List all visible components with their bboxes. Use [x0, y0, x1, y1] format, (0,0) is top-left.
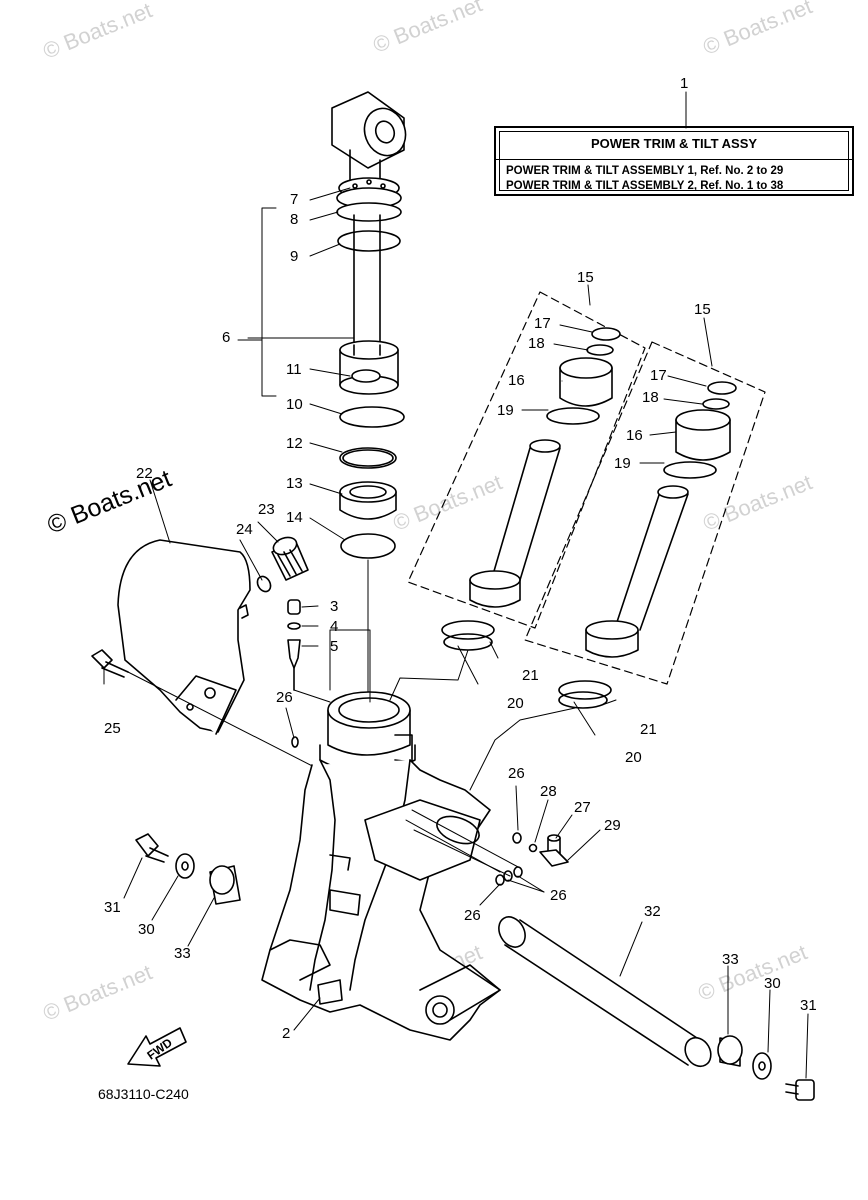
- callout-28: 28: [540, 783, 557, 800]
- callout-17-right: 17: [650, 367, 667, 384]
- callout-23: 23: [258, 501, 275, 518]
- callout-21-right: 21: [640, 721, 657, 738]
- callout-15-right: 15: [694, 301, 711, 318]
- callout-20-left: 20: [507, 695, 524, 712]
- callout-29: 29: [604, 817, 621, 834]
- forward-direction-arrow: [127, 1027, 187, 1067]
- callout-31-right: 31: [800, 997, 817, 1014]
- cover-part-22: [117, 539, 251, 735]
- assembly-title: POWER TRIM & TILT ASSY: [590, 136, 758, 151]
- callout-32: 32: [644, 903, 661, 920]
- callout-30-right: 30: [764, 975, 781, 992]
- callout-26-d: 26: [464, 907, 481, 924]
- callout-4: 4: [330, 618, 339, 635]
- callout-14: 14: [286, 509, 303, 526]
- cylinder-seals-20-21: [441, 620, 612, 709]
- callout-1: 1: [680, 75, 689, 92]
- assembly-ref-line-2: POWER TRIM & TILT ASSEMBLY 2, Ref. No. 1…: [506, 180, 784, 192]
- bushing-parts-23-24: [256, 536, 309, 593]
- callout-33-left: 33: [174, 945, 191, 962]
- leader-lines: [103, 91, 809, 1079]
- callout-24: 24: [236, 521, 253, 538]
- callout-22: 22: [136, 465, 153, 482]
- assembly-title-box: POWER TRIM & TILT ASSY POWER TRIM & TILT…: [494, 126, 854, 196]
- callout-31-left: 31: [104, 899, 121, 916]
- callout-8: 8: [290, 211, 299, 228]
- callout-27: 27: [574, 799, 591, 816]
- bolt-part-25: [91, 649, 331, 776]
- callout-30-left: 30: [138, 921, 155, 938]
- callout-16-right: 16: [626, 427, 643, 444]
- callout-9: 9: [290, 248, 299, 265]
- callout-12: 12: [286, 435, 303, 452]
- callout-26-a: 26: [276, 689, 293, 706]
- callout-7: 7: [290, 191, 299, 208]
- callout-15-left: 15: [577, 269, 594, 286]
- callout-2: 2: [282, 1025, 291, 1042]
- callout-21-left: 21: [522, 667, 539, 684]
- callout-6: 6: [222, 329, 231, 346]
- callout-16-left: 16: [508, 372, 525, 389]
- manifold-housing-part-2: [261, 691, 501, 1041]
- callout-17-left: 17: [534, 315, 551, 332]
- callout-25: 25: [104, 720, 121, 737]
- callout-11: 11: [286, 361, 302, 378]
- callout-18-left: 18: [528, 335, 545, 352]
- title-box-border: [499, 131, 849, 191]
- seal-rings: [339, 406, 405, 706]
- callout-19-left: 19: [497, 402, 514, 419]
- callout-19-right: 19: [614, 455, 631, 472]
- tilt-cylinder-box-right: [524, 341, 766, 685]
- tilt-cylinder-box-left: [407, 291, 646, 629]
- callout-5: 5: [330, 638, 339, 655]
- tilt-ram-part-6: [331, 91, 407, 395]
- diagram-code: 68J3110-C240: [98, 1086, 189, 1102]
- valve-parts-3-4-5: [287, 599, 331, 703]
- tilt-pin-part-32: [135, 833, 815, 1101]
- assembly-ref-line-1: POWER TRIM & TILT ASSEMBLY 1, Ref. No. 2…: [506, 165, 784, 177]
- callout-3: 3: [330, 598, 339, 615]
- small-parts-26-29: [291, 736, 569, 886]
- callout-26-b: 26: [508, 765, 525, 782]
- callout-26-c: 26: [550, 887, 567, 904]
- callout-10: 10: [286, 396, 303, 413]
- callout-20-right: 20: [625, 749, 642, 766]
- callout-33-right: 33: [722, 951, 739, 968]
- callout-18-right: 18: [642, 389, 659, 406]
- callout-13: 13: [286, 475, 303, 492]
- title-divider: [496, 159, 852, 160]
